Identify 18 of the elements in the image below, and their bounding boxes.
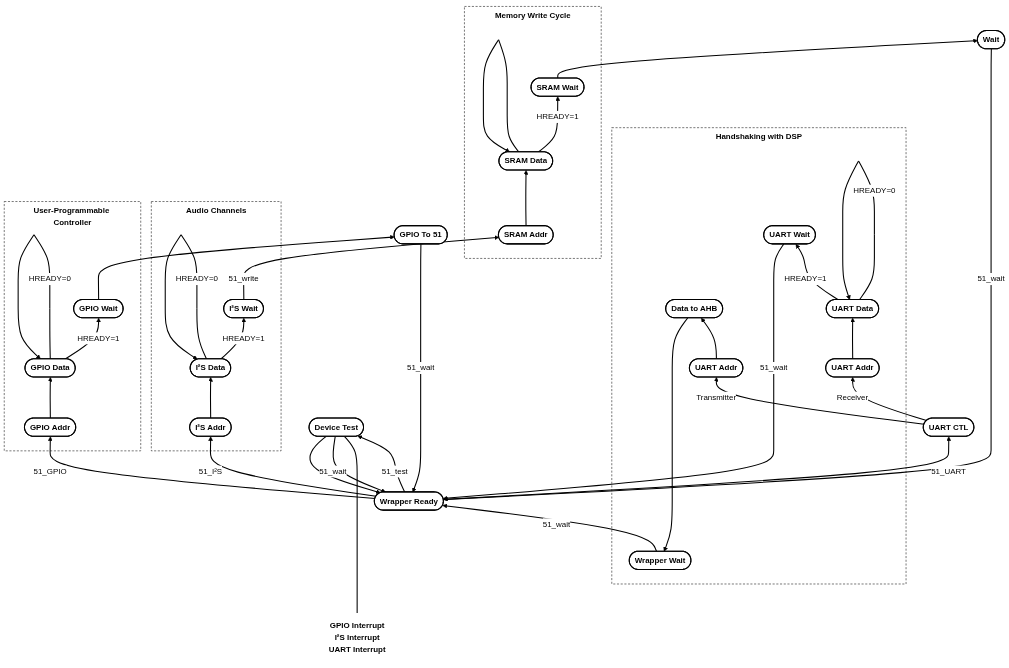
- arrow: [482, 39, 520, 153]
- arrow: [443, 243, 785, 501]
- arrow: [97, 234, 395, 301]
- arrow: [208, 436, 377, 497]
- arrow: [443, 48, 992, 502]
- arrow: [701, 317, 717, 360]
- arrow: [243, 235, 500, 301]
- arrow: [557, 38, 978, 79]
- arrow: [47, 436, 376, 499]
- arrow: [714, 377, 925, 425]
- arrow: [850, 317, 855, 360]
- arrow: [208, 377, 213, 419]
- arrow: [442, 503, 658, 552]
- arrow: [47, 377, 53, 419]
- arrow: [663, 317, 689, 552]
- arrow: [412, 243, 422, 493]
- connector: [344, 436, 358, 614]
- arrow: [523, 170, 529, 227]
